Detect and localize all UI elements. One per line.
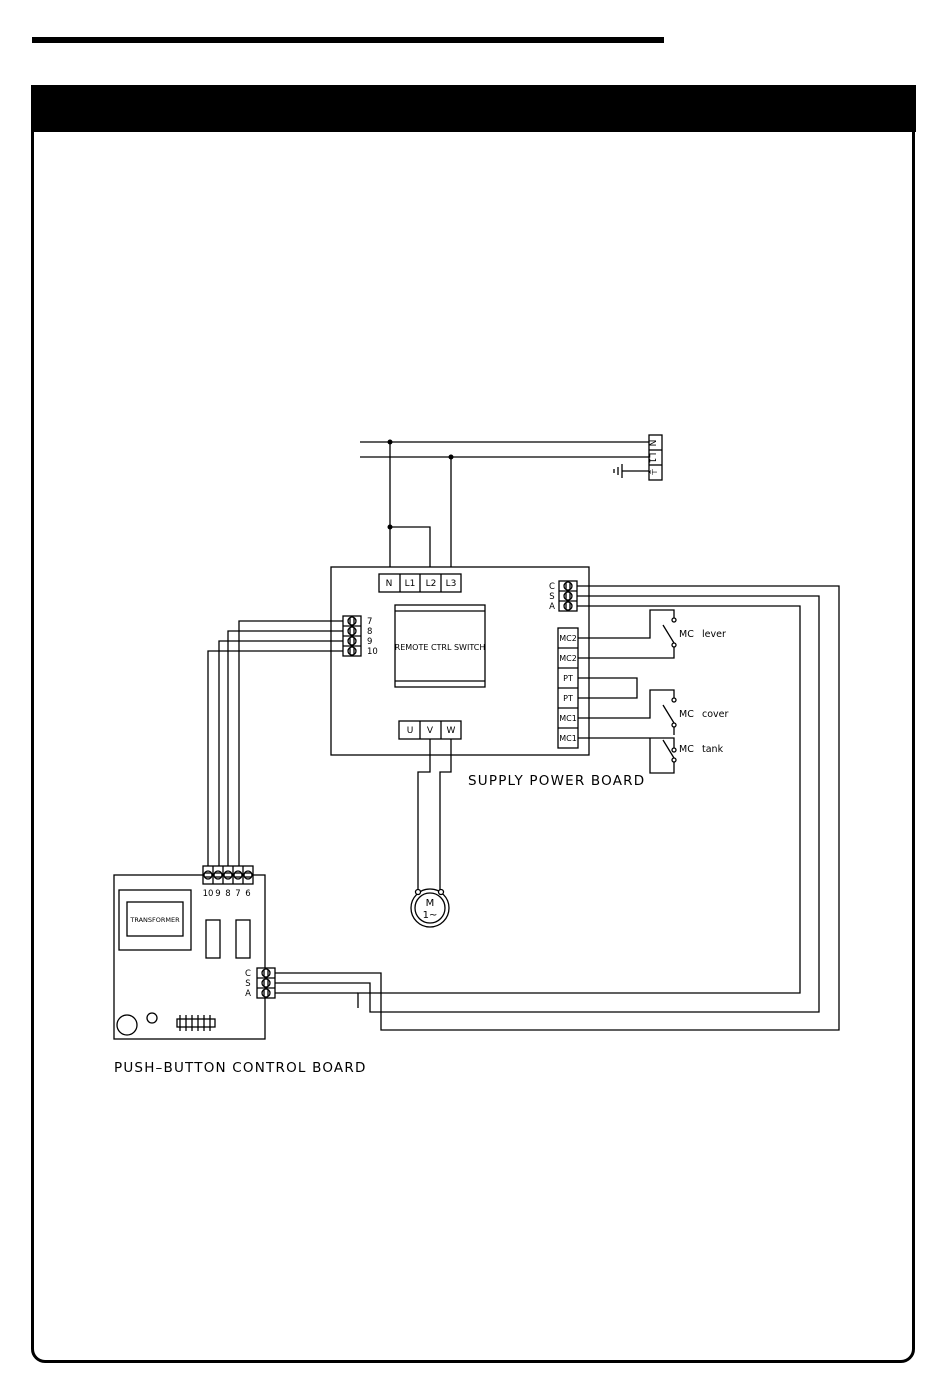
supply-power-board: N L1 L2 L3 REMOTE CTRL SWITCH 7 8 9 10 (331, 567, 589, 755)
motor-wiring (418, 739, 451, 890)
terminal-mc2-b: MC2 (559, 654, 577, 663)
pb-c-label: C (245, 969, 251, 979)
terminal-mc2-a: MC2 (559, 634, 577, 643)
switch-cover-label: cover (702, 709, 729, 720)
switch-lever-mc: MC (679, 629, 694, 640)
supply-s-label: S (549, 592, 554, 602)
supply-c-label: C (549, 582, 555, 592)
mains-earth-label: ⏚ (647, 467, 658, 476)
switch-cover-mc: MC (679, 709, 694, 720)
mains-n-label: N (647, 440, 657, 447)
mains-wiring (360, 440, 649, 575)
control-wiring (208, 621, 343, 866)
switch-lever-label: lever (702, 629, 726, 640)
terminal-mc1-a: MC1 (559, 714, 577, 723)
terminal-9: 9 (367, 637, 372, 647)
supply-csa-terminals: C S A (549, 581, 577, 612)
supply-output-terminals: U V W (399, 721, 461, 739)
pb-s-label: S (245, 979, 250, 989)
pb-terminal-6: 6 (245, 889, 250, 899)
transformer-label: TRANSFORMER (129, 916, 180, 924)
switch-labels: MC lever MC cover MC tank (679, 629, 729, 755)
terminal-l1: L1 (405, 579, 416, 589)
terminal-pt-b: PT (563, 694, 573, 703)
motor: M 1~ (411, 889, 449, 927)
pb-terminal-10: 10 (203, 889, 214, 899)
terminal-7: 7 (367, 617, 372, 627)
terminal-u: U (407, 726, 414, 736)
motor-phase-label: 1~ (423, 910, 438, 921)
pb-terminal-8: 8 (225, 889, 230, 899)
remote-ctrl-switch: REMOTE CTRL SWITCH (395, 605, 486, 687)
mains-terminal-block: N L1 ⏚ (647, 435, 663, 480)
terminal-8: 8 (367, 627, 372, 637)
remote-ctrl-switch-label: REMOTE CTRL SWITCH (395, 643, 486, 652)
supply-input-terminals: N L1 L2 L3 (379, 574, 461, 592)
motor-m-label: M (426, 898, 435, 909)
terminal-10: 10 (367, 647, 378, 657)
terminal-pt-a: PT (563, 674, 573, 683)
switch-tank-mc: MC (679, 744, 694, 755)
switch-terminals: MC2 MC2 PT PT MC1 MC1 (558, 628, 578, 748)
mains-l1-label: L1 (647, 453, 657, 464)
supply-power-board-label: SUPPLY POWER BOARD (468, 773, 645, 789)
switch-tank-label: tank (702, 744, 724, 755)
terminal-l3: L3 (446, 579, 457, 589)
terminal-w: W (447, 726, 456, 736)
terminal-l2: L2 (426, 579, 437, 589)
terminal-mc1-b: MC1 (559, 734, 577, 743)
push-button-control-board: TRANSFORMER 10 9 8 7 6 C S A (114, 866, 275, 1039)
terminal-v: V (427, 726, 434, 736)
pb-terminal-7: 7 (235, 889, 240, 899)
terminal-n: N (386, 579, 393, 589)
pb-terminal-9: 9 (215, 889, 220, 899)
switch-wiring (578, 610, 676, 773)
push-button-board-label: PUSH–BUTTON CONTROL BOARD (114, 1060, 367, 1076)
supply-a-label: A (549, 602, 555, 612)
pb-a-label: A (245, 989, 251, 999)
